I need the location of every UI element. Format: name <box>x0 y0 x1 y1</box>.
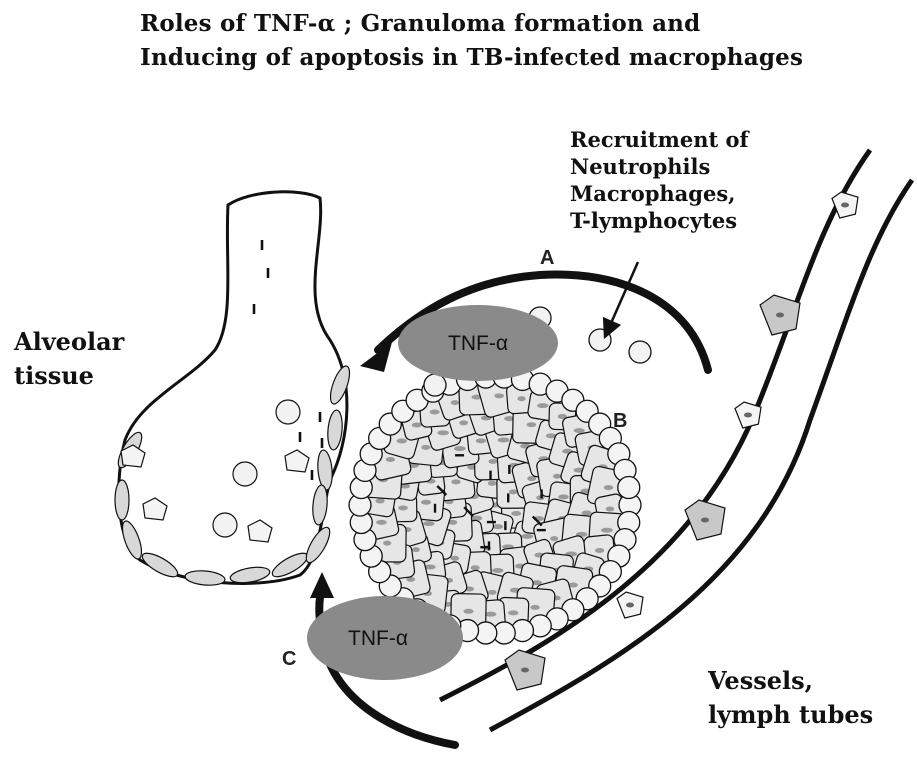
recruited-cell <box>589 329 611 351</box>
blood-cell-nucleus <box>841 203 849 208</box>
alveolar-macrophage <box>276 400 300 424</box>
macrophage-nucleus <box>463 609 473 614</box>
macrophage-nucleus <box>550 536 558 541</box>
macrophage-nucleus <box>437 430 449 435</box>
tnf-label-bottom: TNF-α <box>348 627 408 650</box>
macrophage-nucleus <box>397 439 407 444</box>
blood-cell-nucleus <box>626 603 634 608</box>
alveolar-label: Alveolar tissue <box>14 325 124 393</box>
recruitment-line-2: Neutrophils <box>570 153 749 180</box>
macrophage-nucleus <box>527 422 537 427</box>
macrophage-nucleus <box>493 524 503 529</box>
macrophage-nucleus <box>494 393 504 398</box>
tnf-ellipse-bottom: TNF-α <box>307 596 463 680</box>
macrophage-nucleus <box>508 610 518 615</box>
macrophage-nucleus <box>569 583 578 588</box>
tnf-label-top: TNF-α <box>448 332 508 355</box>
arrowhead-c <box>310 572 334 598</box>
macrophage-nucleus <box>412 422 422 427</box>
lymphocyte <box>618 477 640 499</box>
macrophage-nucleus <box>376 520 387 525</box>
macrophage-nucleus <box>476 438 486 443</box>
recruitment-arrow <box>608 262 638 330</box>
macrophage-nucleus <box>386 457 395 462</box>
alveolar-line-1: Alveolar <box>14 325 124 359</box>
macrophage-nucleus <box>498 437 510 442</box>
recruitment-label: Recruitment of Neutrophils Macrophages, … <box>570 126 749 234</box>
recruitment-line-3: Macrophages, <box>570 180 749 207</box>
alveolus <box>114 192 353 587</box>
macrophage-nucleus <box>582 511 592 516</box>
marker-b: B <box>613 410 627 433</box>
macrophage-nucleus <box>488 590 497 595</box>
alveolar-lining-cell <box>115 480 129 520</box>
macrophage-nucleus <box>485 612 496 617</box>
macrophage-nucleus <box>574 428 585 433</box>
blood-cell-nucleus <box>521 668 529 673</box>
macrophage-nucleus <box>558 494 569 499</box>
macrophage-nucleus <box>509 489 518 494</box>
macrophage-nucleus <box>601 528 613 533</box>
blood-cell-nucleus <box>701 518 709 523</box>
marker-c: C <box>282 648 296 671</box>
macrophage-nucleus <box>451 400 459 405</box>
macrophage-nucleus <box>398 505 408 510</box>
macrophage-nucleus <box>412 547 420 552</box>
macrophage-nucleus <box>471 565 480 570</box>
macrophage-nucleus <box>521 534 533 539</box>
vessels-line-2: lymph tubes <box>708 698 873 732</box>
macrophage-nucleus <box>430 410 440 415</box>
macrophage-nucleus <box>553 474 561 479</box>
alveolar-line-2: tissue <box>14 359 124 393</box>
macrophage-nucleus <box>537 403 548 408</box>
recruited-cell <box>424 374 446 396</box>
macrophage-nucleus <box>511 511 521 516</box>
macrophage-nucleus <box>530 605 539 610</box>
macrophage-nucleus <box>383 541 391 546</box>
macrophage-nucleus <box>375 499 384 504</box>
macrophage-nucleus <box>517 396 525 401</box>
macrophage-nucleus <box>604 485 614 490</box>
vessels-line-1: Vessels, <box>708 664 873 698</box>
alveolar-macrophage <box>233 462 257 486</box>
macrophage-nucleus <box>421 445 430 450</box>
tnf-ellipse-top: TNF-α <box>398 305 558 381</box>
recruited-cell <box>629 341 651 363</box>
macrophage-nucleus <box>488 481 497 486</box>
macrophage-nucleus <box>488 459 497 464</box>
macrophage-nucleus <box>459 420 468 425</box>
alveolar-macrophage <box>213 513 237 537</box>
macrophage-nucleus <box>595 548 604 553</box>
macrophage-nucleus <box>451 479 460 484</box>
macrophage-nucleus <box>492 568 503 573</box>
marker-a: A <box>540 247 554 270</box>
recruitment-line-1: Recruitment of <box>570 126 749 153</box>
macrophage-nucleus <box>451 556 460 561</box>
recruitment-line-4: T-lymphocytes <box>570 207 749 234</box>
macrophage-nucleus <box>606 506 615 511</box>
macrophage-nucleus <box>423 521 434 526</box>
blood-cell-nucleus <box>744 413 752 418</box>
blood-cell-nucleus <box>776 313 784 318</box>
macrophage-nucleus <box>454 446 466 451</box>
macrophage-nucleus <box>421 500 431 505</box>
vessels-label: Vessels, lymph tubes <box>708 664 873 732</box>
